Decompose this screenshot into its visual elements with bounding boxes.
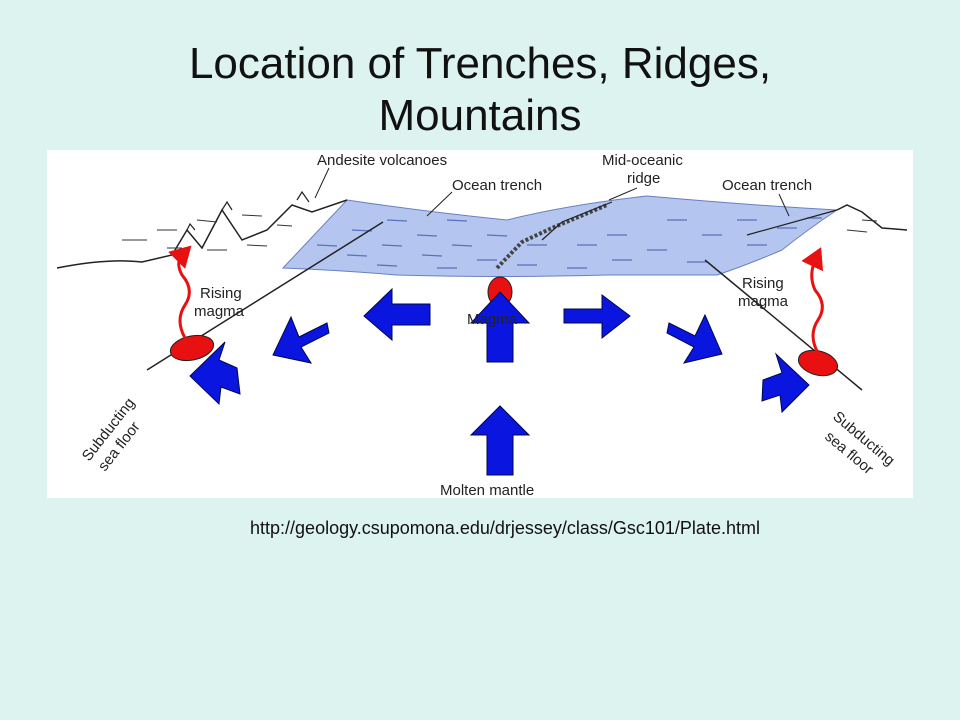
rising-magma-arrow-right [801, 247, 824, 354]
title-line-2: Mountains [378, 91, 582, 140]
label-rising-left: Rising [200, 285, 242, 302]
label-ocean-trench-left: Ocean trench [452, 177, 542, 194]
convection-arrows [189, 287, 810, 476]
ocean-water [281, 195, 839, 277]
arrow-left-3 [189, 341, 241, 406]
ocean-dashes [316, 217, 822, 269]
mid-ocean-ridge [495, 203, 608, 270]
arrow-right-3 [761, 352, 810, 414]
right-land-surface [836, 204, 908, 231]
magma-blob-right [797, 349, 839, 377]
label-magma-center: Magma [467, 311, 518, 328]
label-magma-right: magma [738, 293, 789, 310]
label-magma-left: magma [194, 303, 245, 320]
title-line-1: Location of Trenches, Ridges, [188, 39, 772, 88]
arrow-left-1 [363, 287, 431, 342]
arrow-up-lower [469, 405, 531, 476]
leader-lines [314, 167, 790, 217]
plate-tectonics-diagram: Andesite volcanoes Ocean trench Mid-ocea… [47, 150, 913, 498]
arrow-left-2 [272, 315, 330, 364]
source-url: http://geology.csupomona.edu/drjessey/cl… [250, 518, 760, 538]
arrow-right-1 [563, 294, 631, 340]
label-ocean-trench-right: Ocean trench [722, 177, 812, 194]
right-plate-upper [746, 209, 838, 236]
left-volcanoes-detail [186, 190, 310, 231]
arrow-up-upper [469, 291, 531, 363]
label-andesite-volcanoes: Andesite volcanoes [317, 152, 447, 169]
magma-blob-left [169, 334, 215, 362]
arrow-right-2 [666, 313, 723, 364]
label-molten-mantle: Molten mantle [440, 482, 534, 498]
label-ridge: ridge [627, 170, 660, 187]
ridge-rift [541, 201, 613, 241]
land-hatching [122, 214, 878, 251]
label-rising-right: Rising [742, 275, 784, 292]
rising-magma-arrow-left [168, 245, 192, 339]
slide-title: Location of Trenches, Ridges, Mountains [0, 38, 960, 142]
label-mid-oceanic: Mid-oceanic [602, 152, 683, 169]
left-land-surface [56, 199, 348, 269]
